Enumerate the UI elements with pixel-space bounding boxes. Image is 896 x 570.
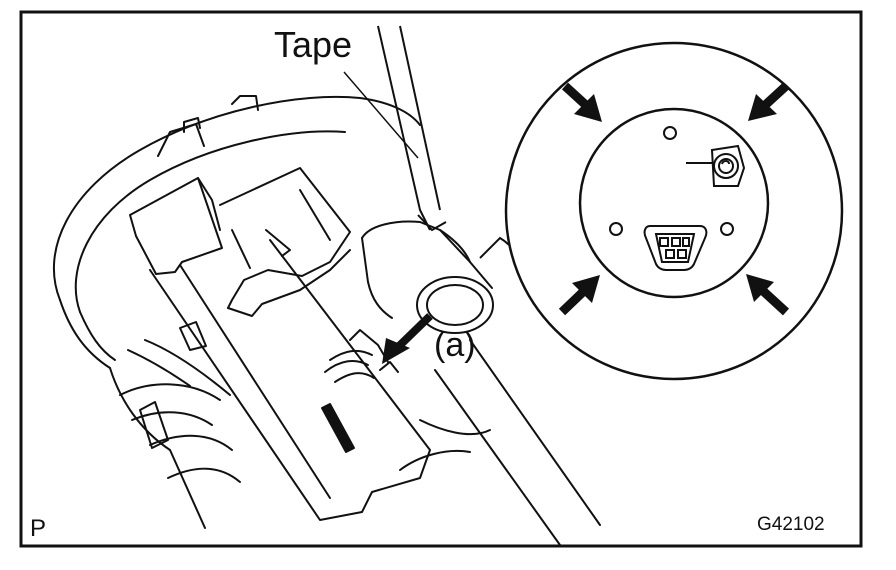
corner-mark: P	[30, 515, 46, 542]
tape-leader-line	[343, 71, 419, 159]
outlet-tube	[361, 220, 471, 263]
tape-label: Tape	[274, 24, 352, 65]
pump-body	[109, 367, 206, 529]
mount-hole-left	[609, 222, 623, 236]
pump-assembly	[52, 95, 601, 546]
arrow-a	[382, 313, 433, 364]
detail-view	[504, 41, 844, 381]
figure-code: G42102	[757, 514, 825, 535]
fuel-fitting	[686, 144, 746, 187]
electrical-connector	[643, 225, 708, 271]
squeeze-arrow-top-left	[561, 82, 602, 122]
connector-block	[129, 177, 223, 275]
tape-wire	[377, 25, 447, 232]
mounting-flange	[52, 95, 421, 301]
squeeze-arrow-top-right	[748, 82, 790, 121]
squeeze-arrow-bottom-left	[558, 275, 600, 316]
detail-outer-circle	[504, 41, 844, 381]
mount-hole-top	[663, 126, 677, 140]
mounting-flange-inner	[74, 130, 346, 313]
detail-cap	[578, 107, 770, 299]
callout-a-label: (a)	[434, 326, 476, 364]
squeeze-arrow-bottom-right	[746, 274, 790, 316]
bracket-strap	[149, 239, 431, 521]
mount-hole-right	[720, 222, 734, 236]
